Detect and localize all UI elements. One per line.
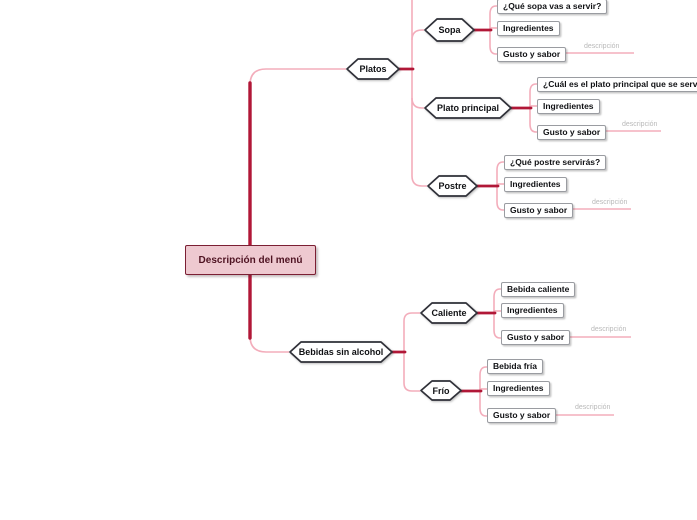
branch-node-caliente: Caliente bbox=[420, 302, 478, 324]
root-node-label: Descripción del menú bbox=[198, 254, 303, 266]
branch-node-label: Caliente bbox=[431, 308, 467, 318]
leaf-node-frio-gusto: Gusto y sabor bbox=[487, 408, 557, 423]
branch-node-platos: Platos bbox=[346, 58, 400, 80]
root-node-menu-descripcion: Descripción del menú bbox=[185, 245, 316, 275]
leaf-node-caliente-ingredientes: Ingredientes bbox=[501, 303, 564, 318]
leaf-node-sopa-ingredientes: Ingredientes bbox=[497, 21, 560, 36]
branch-node-label: Sopa bbox=[438, 25, 461, 35]
branch-node-label: Postre bbox=[438, 181, 467, 191]
edge-label-descripcion: descripción bbox=[584, 43, 620, 50]
leaf-node-sopa-gusto: Gusto y sabor bbox=[497, 47, 567, 62]
branch-node-frio: Frío bbox=[420, 380, 462, 401]
branch-node-plato-principal: Plato principal bbox=[424, 97, 512, 119]
leaf-node-sopa-pregunta: ¿Qué sopa vas a servir? bbox=[497, 0, 608, 14]
branch-node-label: Frío bbox=[432, 385, 450, 396]
leaf-node-postre-pregunta: ¿Qué postre servirás? bbox=[504, 155, 607, 170]
leaf-node-bebida-fria: Bebida fría bbox=[487, 359, 543, 374]
branch-node-label: Platos bbox=[359, 64, 387, 74]
leaf-node-plato-ingredientes: Ingredientes bbox=[537, 99, 600, 114]
leaf-node-frio-ingredientes: Ingredientes bbox=[487, 381, 550, 396]
branch-node-label: Bebidas sin alcohol bbox=[298, 347, 384, 357]
edge-label-descripcion: descripción bbox=[575, 404, 611, 411]
leaf-node-plato-pregunta: ¿Cuál es el plato principal que se servi… bbox=[537, 77, 697, 92]
branch-node-label: Plato principal bbox=[436, 103, 499, 113]
edge-label-descripcion: descripción bbox=[591, 326, 627, 333]
leaf-node-bebida-caliente: Bebida caliente bbox=[501, 282, 576, 297]
edge-label-descripcion: descripción bbox=[592, 199, 628, 206]
branch-node-postre: Postre bbox=[427, 175, 478, 197]
branch-node-bebidas-sin-alcohol: Bebidas sin alcohol bbox=[289, 341, 393, 363]
leaf-node-postre-gusto: Gusto y sabor bbox=[504, 203, 574, 218]
leaf-node-caliente-gusto: Gusto y sabor bbox=[501, 330, 571, 345]
leaf-node-plato-gusto: Gusto y sabor bbox=[537, 125, 607, 140]
edge-label-descripcion: descripción bbox=[622, 121, 658, 128]
branch-node-sopa: Sopa bbox=[424, 18, 475, 42]
leaf-node-postre-ingredientes: Ingredientes bbox=[504, 177, 567, 192]
